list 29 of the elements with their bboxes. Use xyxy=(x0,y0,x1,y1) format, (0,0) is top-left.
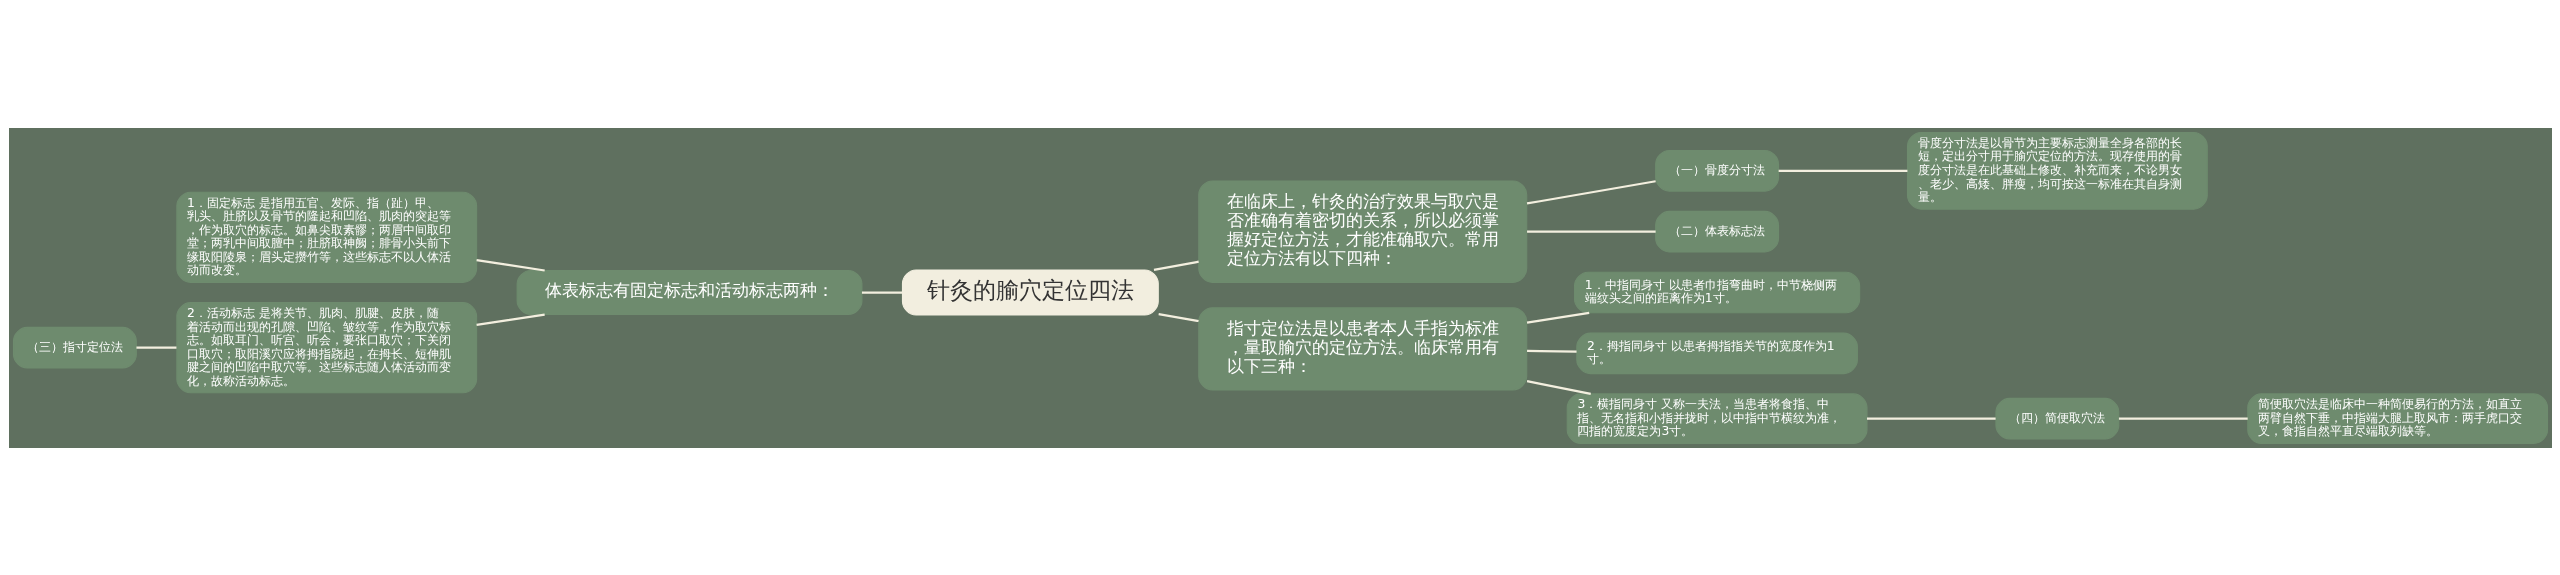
node-box: （三）指寸定位法 xyxy=(12,326,137,369)
node-box: 在临床上，针灸的治疗效果与取穴是否准确有着密切的关系，所以必须掌握好定位方法，才能准确取穴。常用定位方法有以下四种： xyxy=(1197,179,1527,283)
node-box: （二）体表标志法 xyxy=(1654,210,1779,252)
connector xyxy=(1526,379,1591,395)
connector xyxy=(135,346,176,349)
connector xyxy=(1778,169,1907,172)
connector xyxy=(1526,349,1577,353)
node-box: （一）骨度分寸法 xyxy=(1654,149,1779,192)
connector xyxy=(1153,260,1199,271)
connector xyxy=(475,258,545,272)
node-box: 骨度分寸法是以骨节为主要标志测量全身各部的长短，定出分寸用于腧穴定位的方法。现存使用的骨度分寸法是在此基础上修改、补充而来，不论男女、老少、高矮、胖瘦，均可按这一标准在其自身测量。 xyxy=(1906,131,2208,210)
node-box: 1．中指同身寸 以患者巾指弯曲时，中节桡侧两端纹头之间的距离作为1寸。 xyxy=(1573,271,1860,313)
connector xyxy=(1526,230,1656,233)
node-box: 1．固定标志 是指用五官、发际、指（趾）甲、乳头、肚脐以及骨节的隆起和凹陷、肌肉的突起等，作为取穴的标志。如鼻尖取素髎；两眉中间取印堂；两乳中间取膻中；肚脐取神阙；腓骨小头前下缘取阳陵泉；眉头定攒竹等，这些标志不以人体活动而改变。 xyxy=(175,191,477,283)
connector xyxy=(1526,311,1589,324)
node-box: 3．横指同身寸 又称一夫法，当患者将食指、中指、无名指和小指并拢时，以中指中节横纹为准，四指的宽度定为3寸。 xyxy=(1566,392,1868,444)
connector xyxy=(861,290,902,294)
connector xyxy=(2118,417,2248,420)
connector xyxy=(1866,417,1996,420)
node-box: 2．活动标志 是将关节、肌肉、肌腱、皮肤，随着活动而出现的孔隙、凹陷、皱纹等，作为取穴标志。如取耳门、听宫、听会，要张口取穴；下关闭口取穴；取阳溪穴应将拇指跷起，在拇长、短伸肌腱之间的凹陷中取穴等。这些标志随人体活动而变化，故称活动标志。 xyxy=(175,301,477,393)
connector xyxy=(1526,179,1656,205)
node-box: 简便取穴法是临床中一种简便易行的方法，如直立两臂自然下垂，中指端大腿上取风市：两手虎口交叉，食指自然平直尽端取列缺等。 xyxy=(2246,392,2548,444)
node-box: 体表标志有固定标志和活动标志两种： xyxy=(516,269,862,315)
node-box: 2．拇指同身寸 以患者拇指指关节的宽度作为1寸。 xyxy=(1575,332,1858,374)
node-box: 指寸定位法是以患者本人手指为标准，量取腧穴的定位方法。临床常用有以下三种： xyxy=(1197,306,1527,391)
node-box: （四）简便取穴法 xyxy=(1994,397,2119,440)
node-box: 针灸的腧穴定位四法 xyxy=(901,268,1159,316)
connector xyxy=(1157,312,1199,322)
connector xyxy=(475,312,545,326)
